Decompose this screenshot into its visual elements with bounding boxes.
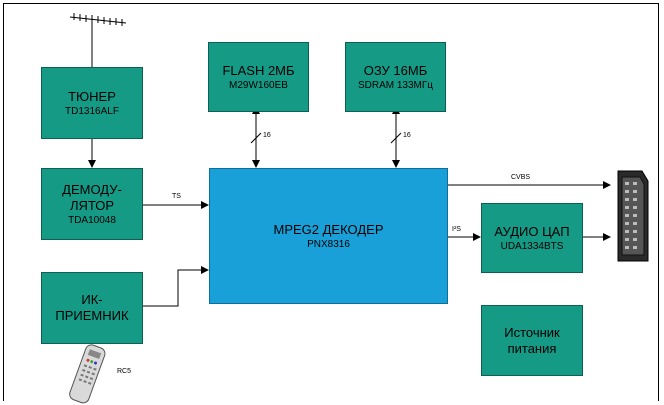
tuner-model: TD1316ALF (65, 105, 119, 118)
tuner-block: ТЮНЕР TD1316ALF (41, 67, 143, 139)
dac-model: UDA1334BTS (501, 240, 564, 253)
scart-connector-icon (618, 171, 648, 261)
ir-arrow (143, 270, 208, 306)
power-title-line2: питания (508, 341, 557, 357)
decoder-block: MPEG2 ДЕКОДЕР PNX8316 (209, 168, 448, 304)
ram-bus-width-label: 16 (403, 132, 411, 139)
flash-title: FLASH 2МБ (222, 63, 294, 79)
ir-title-line2: ПРИЕМНИК (55, 308, 128, 324)
flash-block: FLASH 2МБ M29W160EB (208, 42, 309, 112)
demod-model: TDA10048 (68, 214, 116, 227)
decoder-model: PNX8316 (307, 238, 350, 251)
i2s-label: I²S (452, 226, 461, 233)
ram-block: ОЗУ 16МБ SDRAM 133МГц (345, 42, 446, 112)
demod-title-line1: ДЕМОДУ- (62, 182, 122, 198)
dac-title: АУДИО ЦАП (494, 224, 569, 240)
ir-title-line1: ИК- (81, 292, 102, 308)
remote-control-icon (68, 343, 107, 404)
ram-model: SDRAM 133МГц (358, 79, 433, 92)
power-supply-block: Источник питания (481, 305, 583, 376)
ts-label: TS (172, 193, 181, 200)
power-title-line1: Источник (504, 325, 560, 341)
ir-receiver-block: ИК- ПРИЕМНИК (41, 272, 143, 344)
demod-title-line2: ЛЯТОР (70, 198, 114, 214)
demodulator-block: ДЕМОДУ- ЛЯТОР TDA10048 (41, 168, 143, 240)
antenna-icon (70, 13, 126, 67)
ram-title: ОЗУ 16МБ (364, 63, 428, 79)
flash-model: M29W160EB (229, 79, 288, 92)
audio-dac-block: АУДИО ЦАП UDA1334BTS (481, 203, 583, 273)
flash-bus-width-label: 16 (263, 132, 271, 139)
rc5-label: RC5 (117, 368, 131, 375)
decoder-title: MPEG2 ДЕКОДЕР (274, 222, 384, 238)
tuner-title: ТЮНЕР (68, 89, 116, 105)
cvbs-label: CVBS (511, 174, 530, 181)
